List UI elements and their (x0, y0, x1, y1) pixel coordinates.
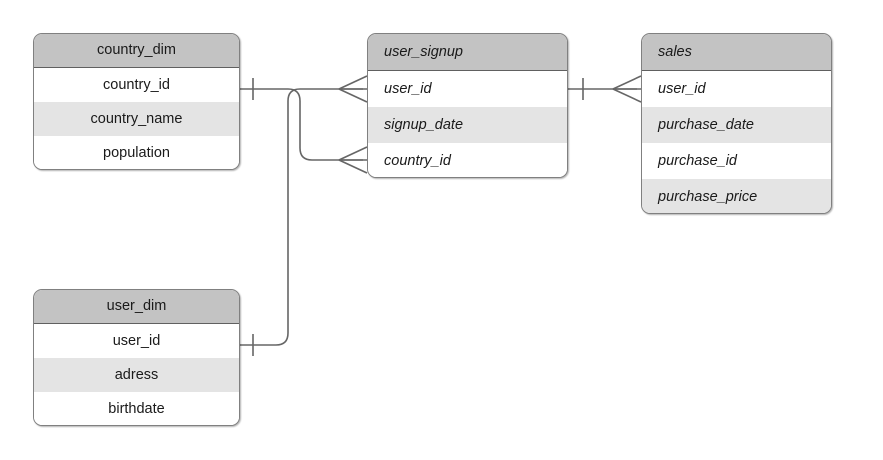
entity-field-user_signup-country_id[interactable]: country_id (368, 143, 567, 177)
connector-line-country_dim-user_signup (240, 88, 363, 161)
relationship-user_dim-to-user_signup (240, 75, 368, 356)
entity-field-user_dim-user_id[interactable]: user_id (34, 324, 239, 358)
entity-field-user_signup-user_id[interactable]: user_id (368, 71, 567, 107)
entity-field-country_dim-country_id[interactable]: country_id (34, 68, 239, 102)
entity-title-country_dim: country_dim (34, 34, 239, 68)
entity-title-user_signup: user_signup (368, 34, 567, 71)
entity-field-sales-user_id[interactable]: user_id (642, 71, 831, 107)
entity-field-sales-purchase_date[interactable]: purchase_date (642, 107, 831, 143)
crowsfoot-user_signup-country_id (338, 146, 368, 174)
entity-title-sales: sales (642, 34, 831, 71)
entity-field-user_dim-birthdate[interactable]: birthdate (34, 392, 239, 425)
connector-line-user_dim-user_signup (240, 88, 363, 346)
crowsfoot-sales-user_id (612, 75, 642, 103)
entity-field-sales-purchase_id[interactable]: purchase_id (642, 143, 831, 179)
entity-field-sales-purchase_price[interactable]: purchase_price (642, 179, 831, 213)
entity-field-country_dim-country_name[interactable]: country_name (34, 102, 239, 136)
entity-title-user_dim: user_dim (34, 290, 239, 324)
crowsfoot-user_signup-user_id (338, 75, 368, 103)
relationship-country_dim-to-user_signup (240, 78, 368, 174)
entity-field-country_dim-population[interactable]: population (34, 136, 239, 169)
relationship-user_signup-to-sales (568, 75, 642, 103)
entity-field-user_signup-signup_date[interactable]: signup_date (368, 107, 567, 143)
entity-field-user_dim-adress[interactable]: adress (34, 358, 239, 392)
